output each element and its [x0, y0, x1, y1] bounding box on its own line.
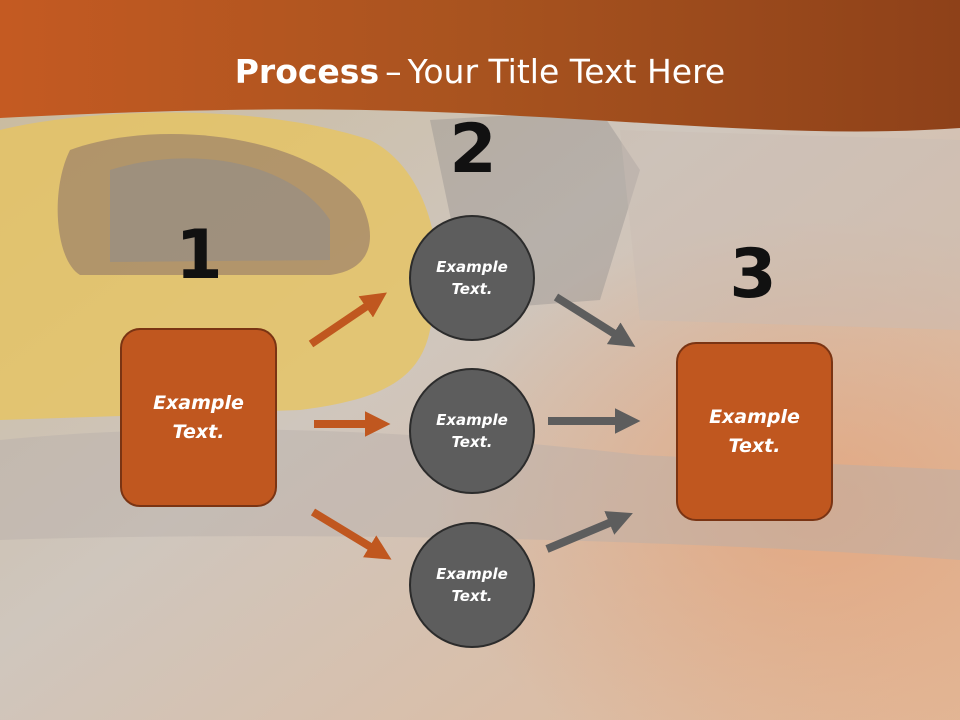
slide-title: Process–Your Title Text Here [0, 52, 960, 91]
circle-node-1: Example Text. [409, 215, 535, 341]
circle-node-2: Example Text. [409, 368, 535, 494]
right-box: Example Text. [676, 342, 833, 521]
arrow-right-down-gray [553, 293, 636, 347]
left-box: Example Text. [120, 328, 277, 507]
step-number-3: 3 [729, 235, 777, 314]
circle-3-line2: Text. [451, 587, 493, 605]
right-box-line1: Example [709, 406, 800, 428]
left-box-line1: Example [153, 392, 244, 414]
arrow-right-down-orange [310, 508, 392, 560]
circle-3-line1: Example [436, 564, 508, 583]
step-number-2: 2 [449, 110, 497, 189]
arrow-right-up-gray [545, 511, 633, 553]
title-bold: Process [234, 52, 380, 91]
circle-node-3: Example Text. [409, 522, 535, 648]
circle-1-line1: Example [436, 257, 508, 276]
arrow-right-up-orange [308, 292, 387, 348]
right-box-line2: Text. [728, 434, 781, 457]
circle-2-line1: Example [436, 410, 508, 429]
step-number-1: 1 [175, 216, 223, 295]
circle-2-line2: Text. [451, 433, 493, 451]
title-dash: – [385, 52, 402, 91]
left-box-line2: Text. [172, 420, 225, 443]
title-rest: Your Title Text Here [407, 52, 726, 91]
circle-1-line2: Text. [451, 280, 493, 298]
